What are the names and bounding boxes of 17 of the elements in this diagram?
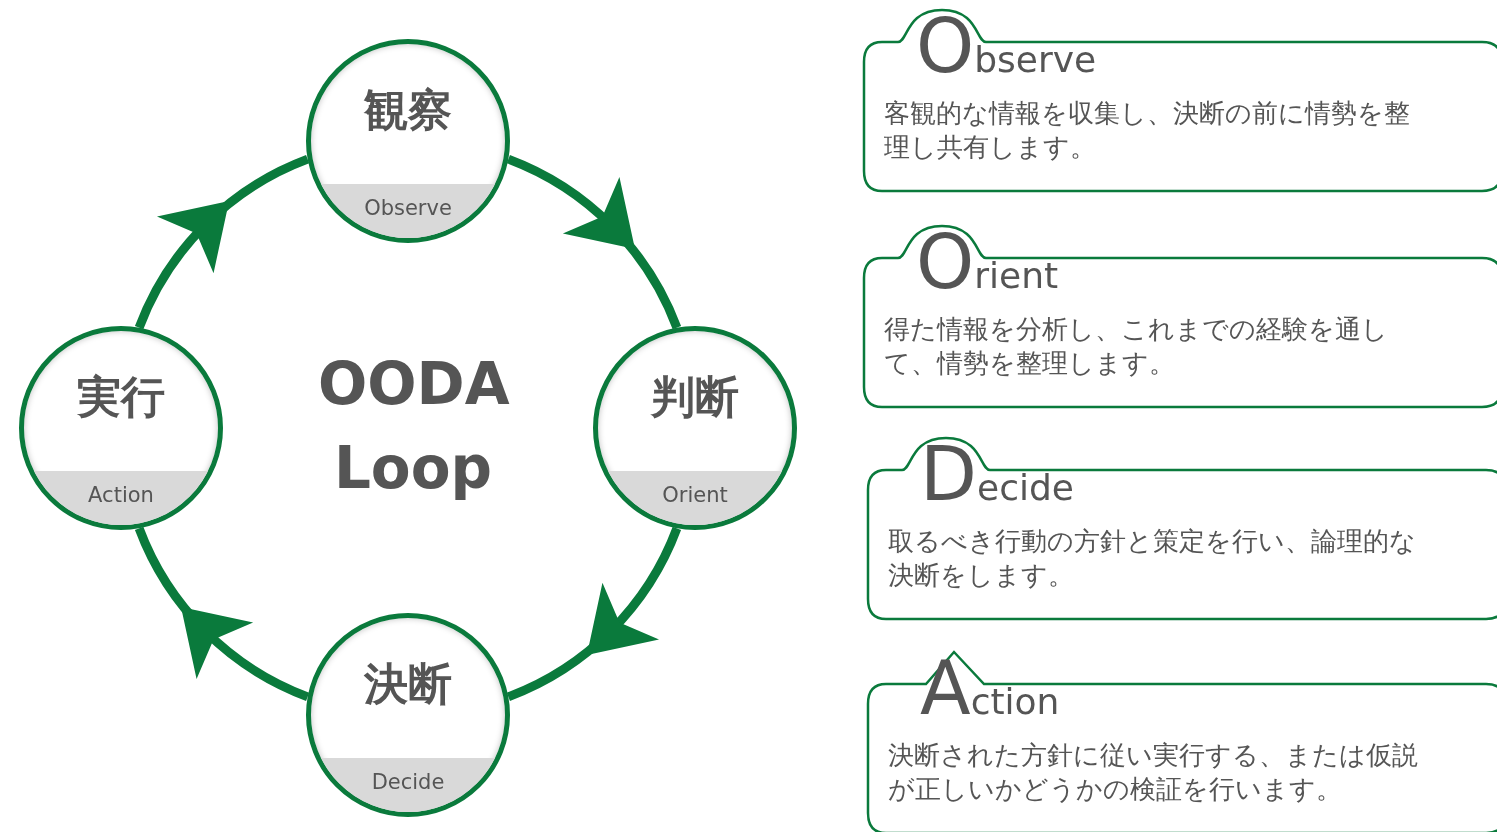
phase-title: 判断 <box>649 375 740 419</box>
card-description: 取るべき行動の方針と策定を行い、論理的な決断をします。 <box>888 525 1417 592</box>
phase-title: 実行 <box>76 375 166 419</box>
phase-title: 決断 <box>363 662 453 706</box>
tab-card <box>862 224 1497 410</box>
card-description: 客観的な情報を収集し、決断の前に情勢を整理し共有します。 <box>884 97 1411 164</box>
card-description: 得た情報を分析し、これまでの経験を通して、情勢を整理します。 <box>884 313 1389 380</box>
card-heading: Orient <box>916 226 1059 307</box>
tab-card <box>866 436 1497 622</box>
title: OODA Loop <box>318 349 508 505</box>
tab-card <box>862 8 1497 194</box>
card-description: 決断された方針に従い実行する、または仮説が正しいかどうかの検証を行います。 <box>888 739 1419 806</box>
card-heading: Action <box>920 652 1060 733</box>
phase-title: 観察 <box>363 88 453 132</box>
card-heading: Observe <box>916 10 1097 91</box>
card-heading: Decide <box>920 438 1074 519</box>
tab-card <box>866 650 1497 832</box>
